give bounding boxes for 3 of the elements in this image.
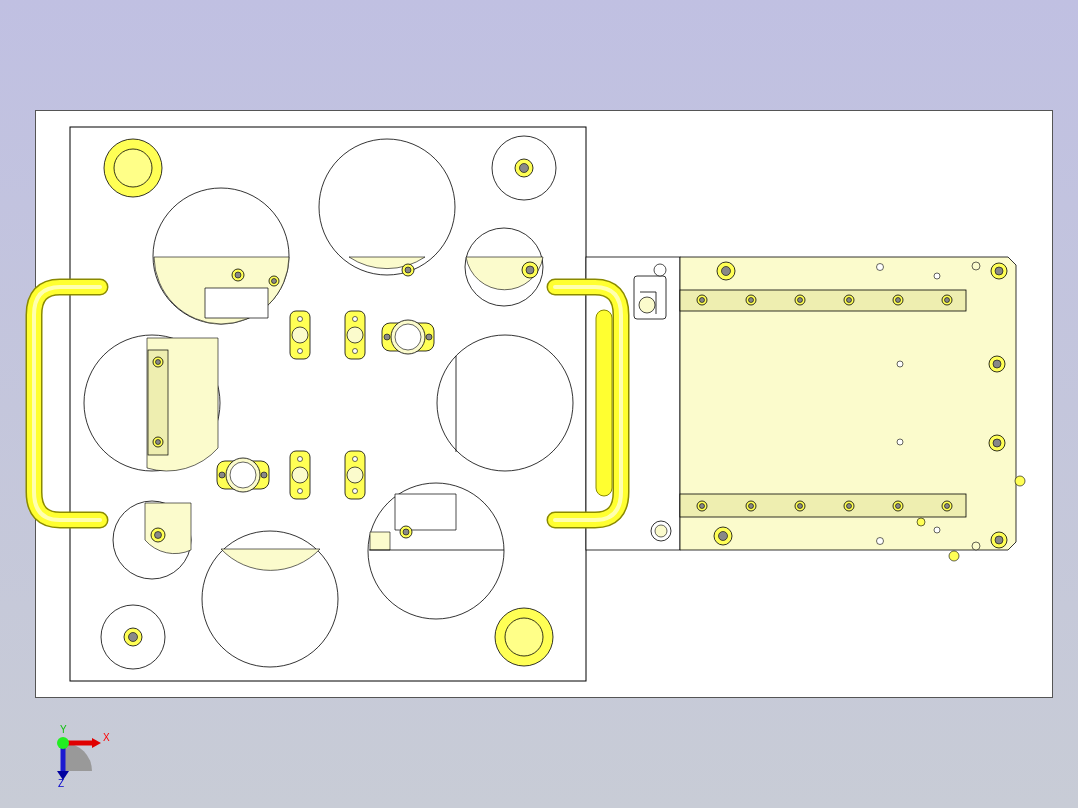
axis-label: Y — [60, 725, 67, 735]
axis-label: X — [103, 733, 110, 743]
axis-label: Z — [58, 779, 65, 789]
